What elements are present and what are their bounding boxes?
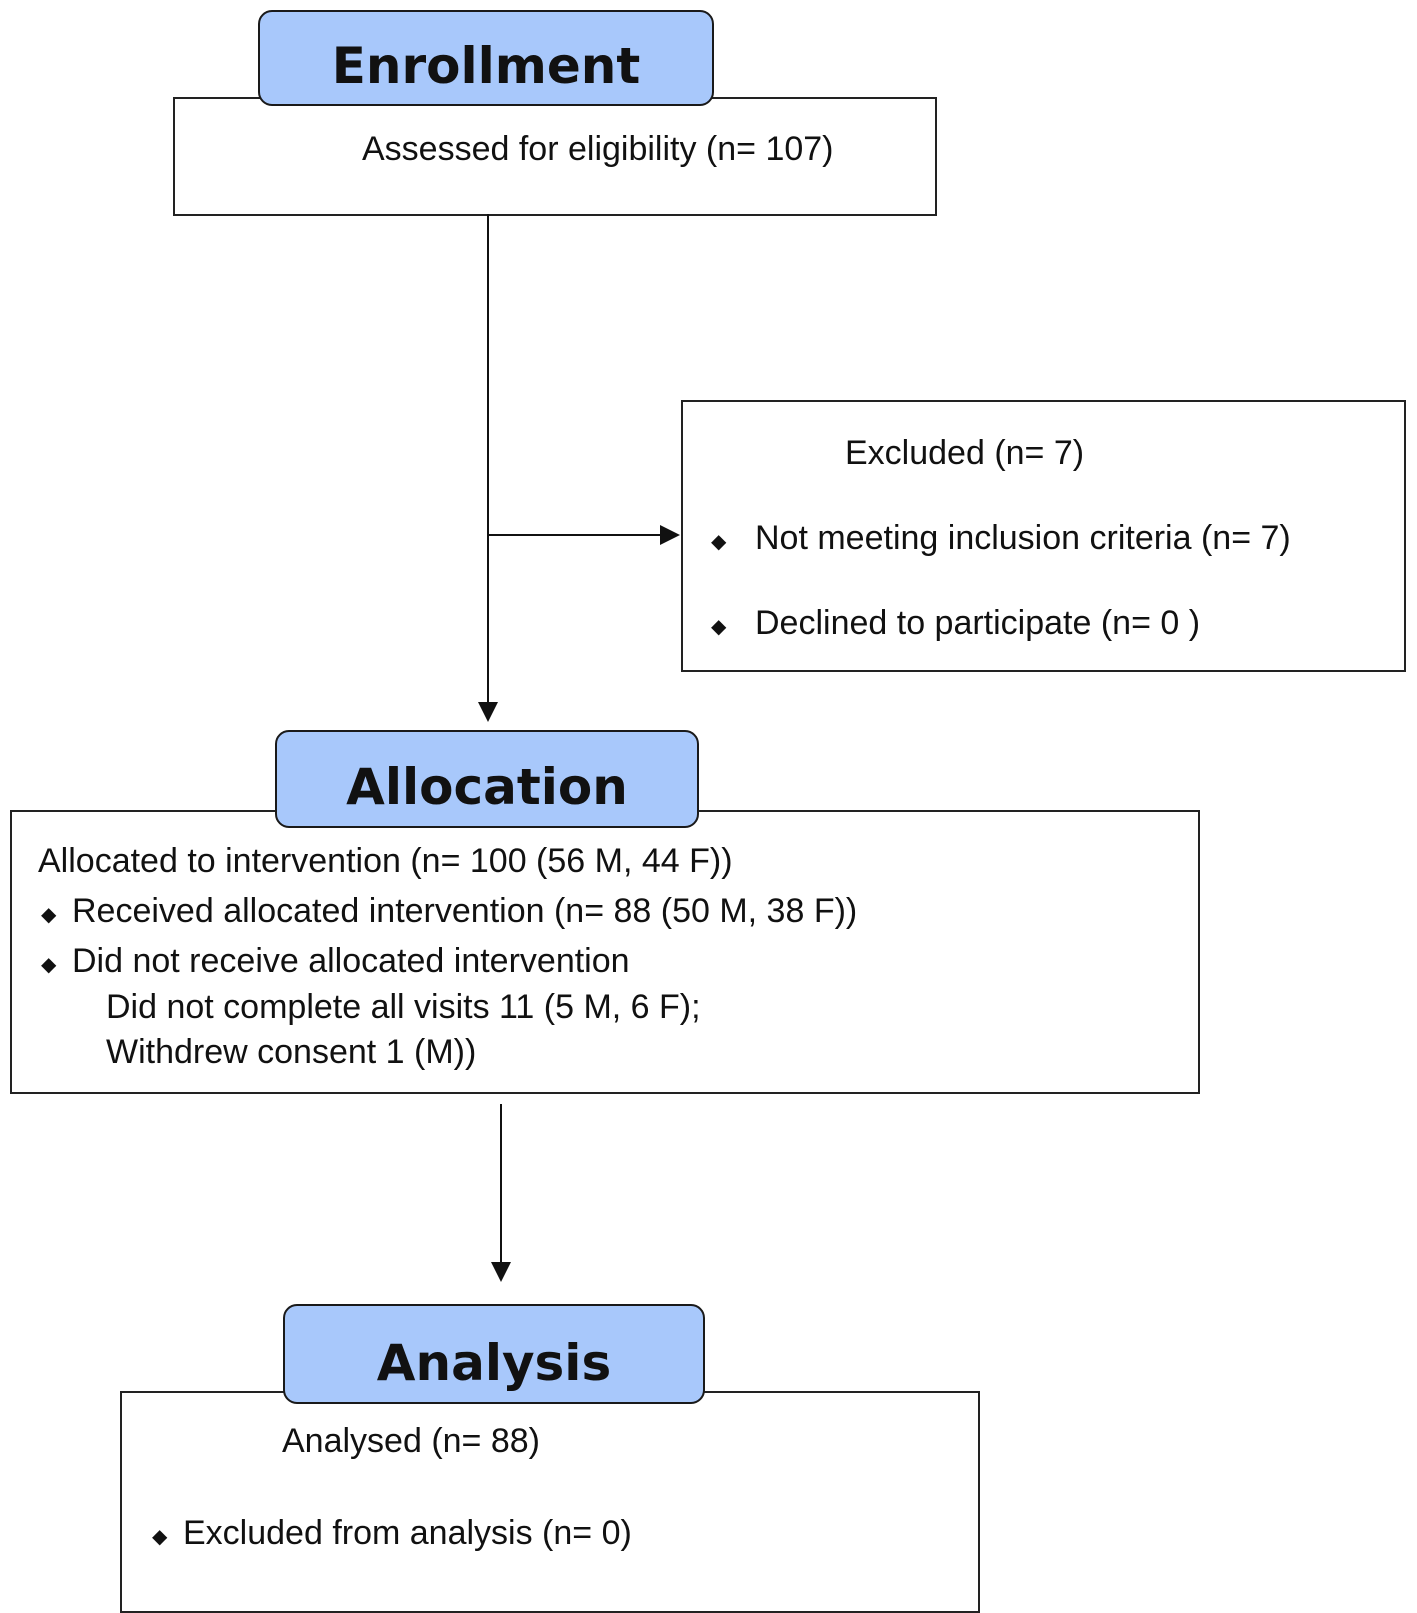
withdrew-consent-text: Withdrew consent 1 (M)) xyxy=(106,1033,477,1071)
analysis-header: Analysis xyxy=(283,1304,705,1404)
excluded-title: Excluded (n= 7) xyxy=(845,434,1085,472)
arrowhead-right-excluded xyxy=(660,525,680,545)
bullet-diamond-icon: ◆ xyxy=(711,531,727,553)
excluded-box xyxy=(681,400,1406,672)
allocation-header: Allocation xyxy=(275,730,699,828)
analysed-text: Analysed (n= 88) xyxy=(282,1422,540,1460)
arrowhead-down-analysis xyxy=(491,1262,511,1282)
bullet-diamond-icon: ◆ xyxy=(711,616,727,638)
bullet-diamond-icon: ◆ xyxy=(41,904,57,926)
allocated-to-intervention-text: Allocated to intervention (n= 100 (56 M,… xyxy=(38,842,733,880)
received-intervention-text: Received allocated intervention (n= 88 (… xyxy=(72,892,858,930)
enrollment-box xyxy=(173,97,937,216)
arrowhead-down-allocation xyxy=(478,702,498,722)
excluded-item-not-meeting: Not meeting inclusion criteria (n= 7) xyxy=(755,519,1291,557)
did-not-complete-visits-text: Did not complete all visits 11 (5 M, 6 F… xyxy=(106,988,701,1026)
assessed-eligibility-text: Assessed for eligibility (n= 107) xyxy=(362,130,834,168)
did-not-receive-text: Did not receive allocated intervention xyxy=(72,942,630,980)
analysis-box xyxy=(120,1391,980,1613)
bullet-diamond-icon: ◆ xyxy=(152,1526,168,1548)
excluded-item-declined: Declined to participate (n= 0 ) xyxy=(755,604,1201,642)
bullet-diamond-icon: ◆ xyxy=(41,954,57,976)
excluded-from-analysis-text: Excluded from analysis (n= 0) xyxy=(183,1514,632,1552)
enrollment-header: Enrollment xyxy=(258,10,714,106)
